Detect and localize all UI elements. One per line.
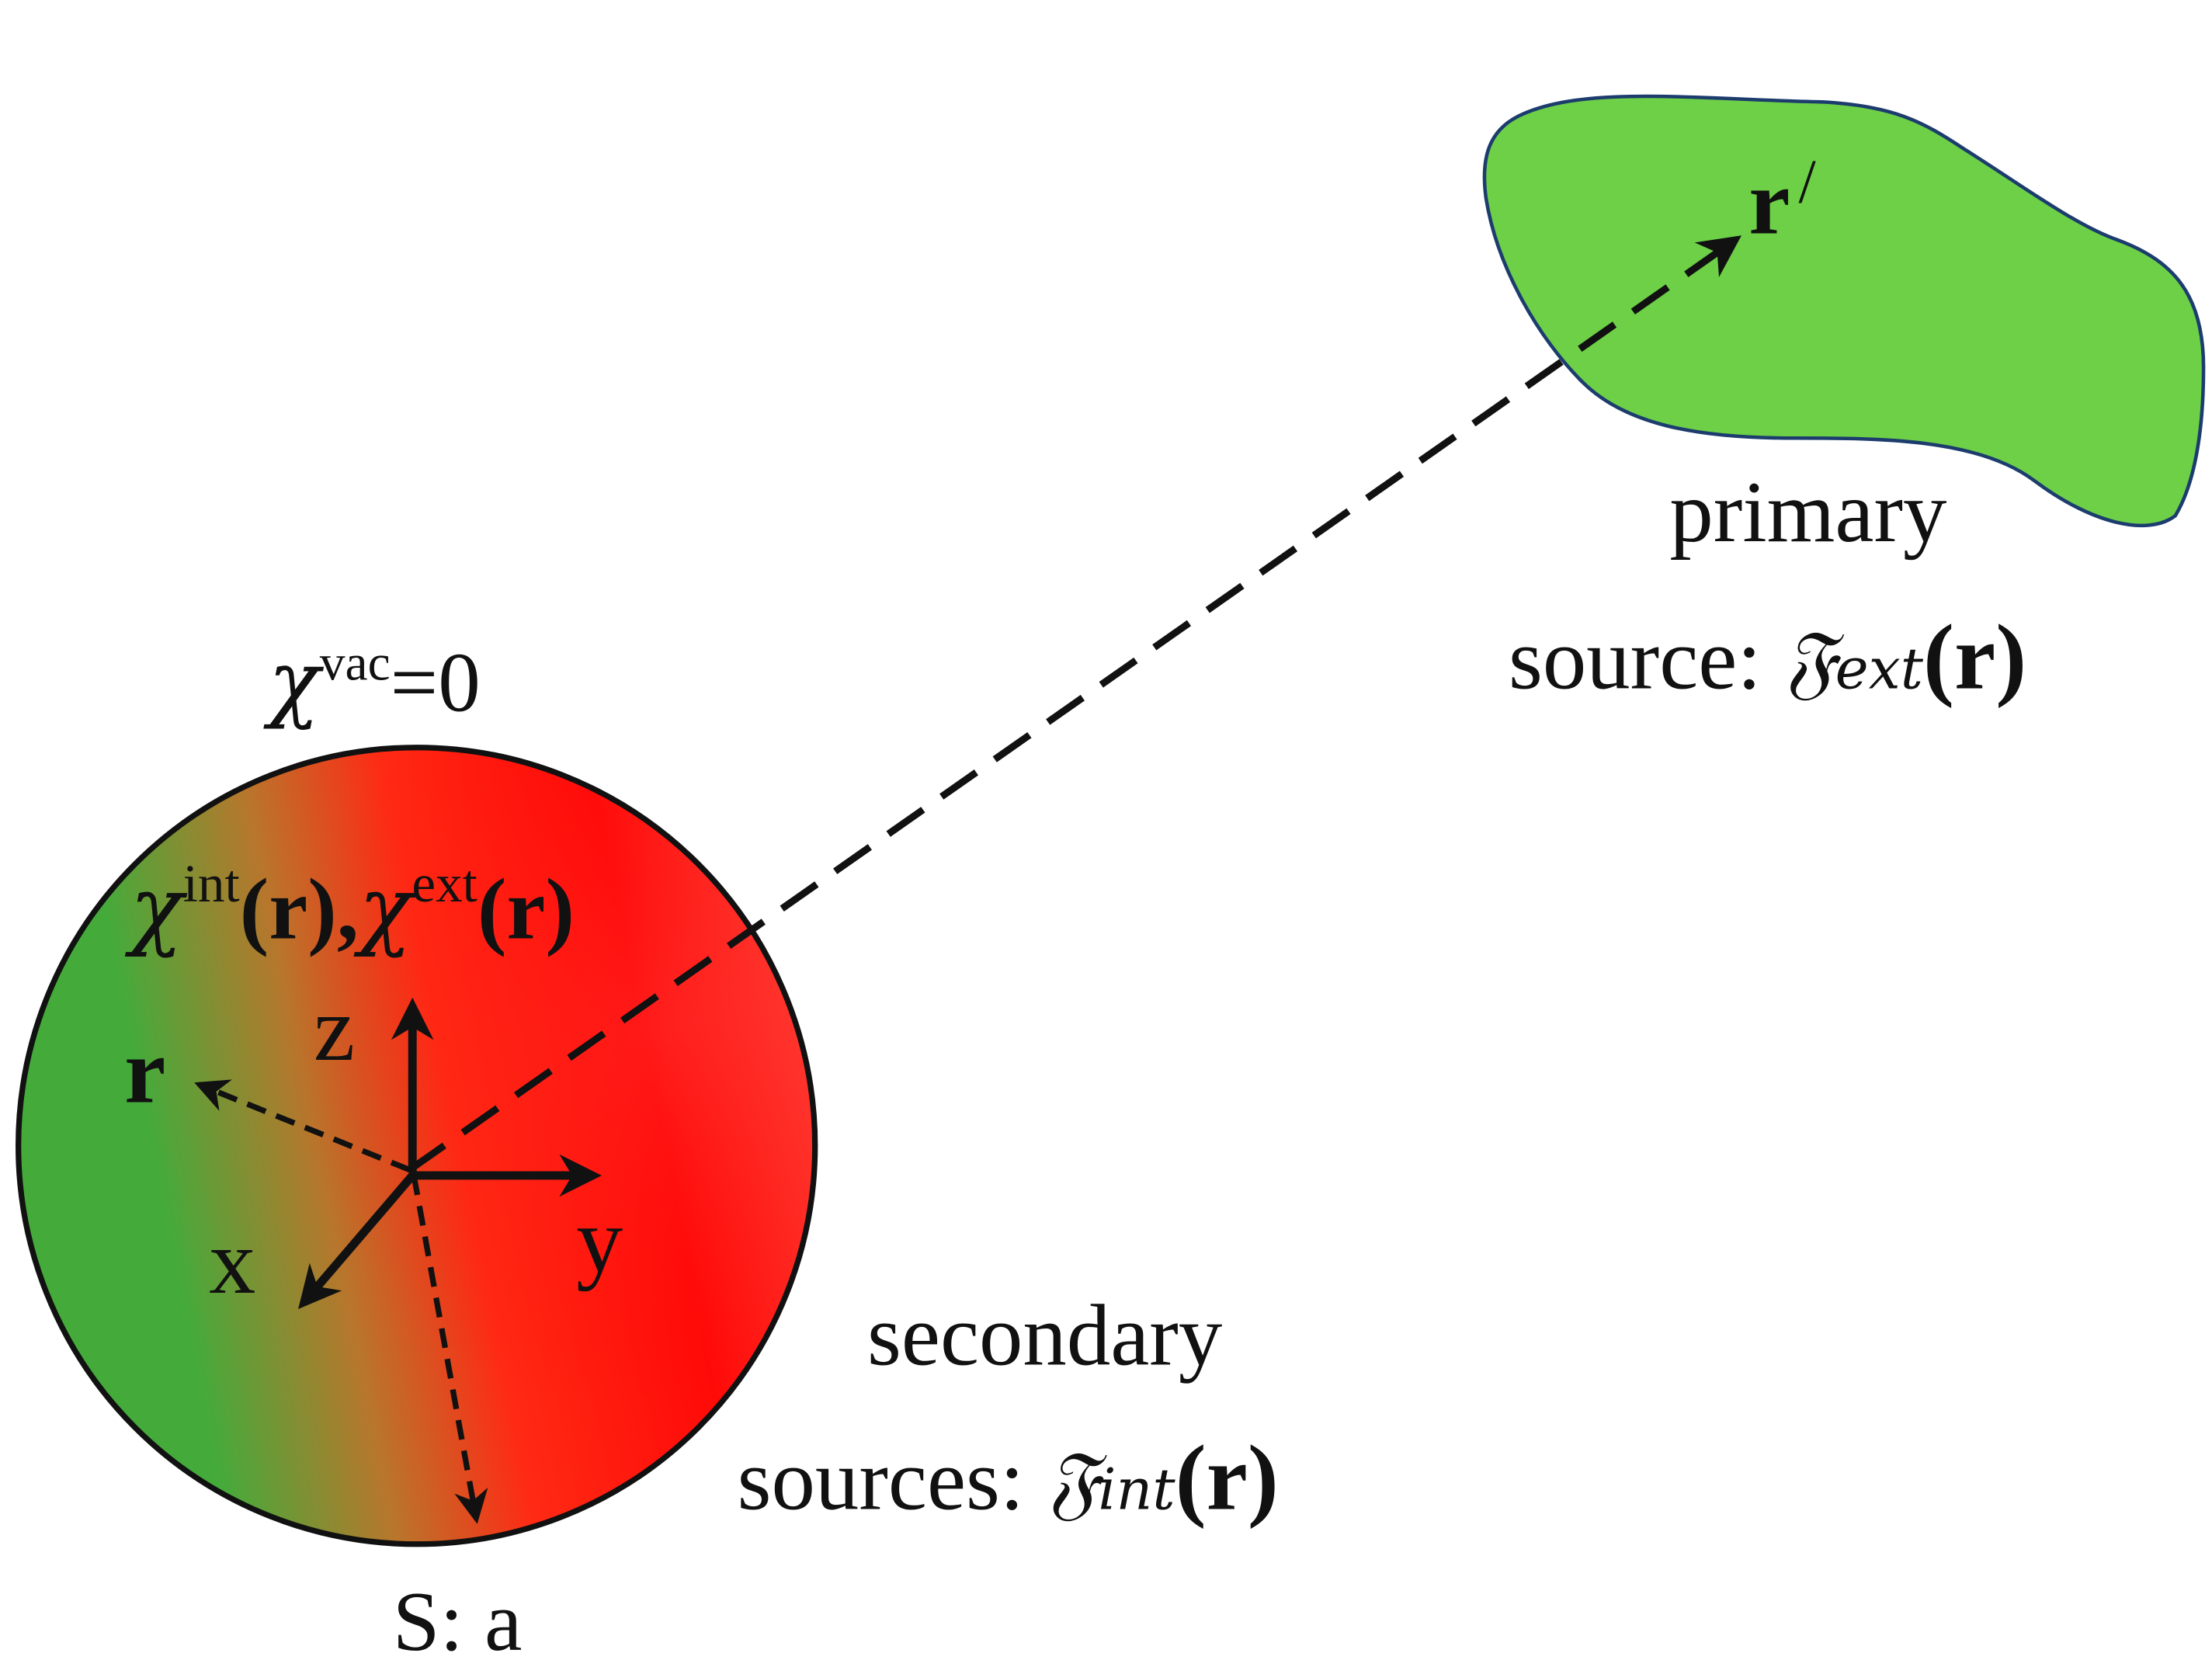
secondary-label-line2: sources: 𝔉int(r)	[738, 1426, 1279, 1529]
primary-source-region	[1482, 94, 2206, 528]
r-vector-label: r	[124, 1019, 165, 1122]
primary-label-line1: primary	[1669, 464, 1946, 561]
primary-label-line2: source: 𝔉ext(r)	[1509, 605, 2026, 708]
secondary-label-line1: secondary	[867, 1287, 1222, 1384]
coordinate-axes	[298, 997, 602, 1309]
axis-x-label: x	[209, 1210, 255, 1313]
x-axis-arrow	[298, 1172, 416, 1309]
sphere-surface-label: S: a	[393, 1575, 523, 1669]
source-vector-line	[407, 235, 1742, 1173]
r-vector-dashed	[194, 1079, 411, 1173]
r-prime-label: r/	[1748, 148, 1816, 253]
axis-y-label: y	[576, 1189, 623, 1292]
chi-int-ext-label: χint(r),χext(r)	[124, 853, 575, 959]
radius-vector-dashed	[411, 1175, 488, 1524]
chi-vac-label: χvac=0	[263, 632, 481, 731]
axis-z-label: z	[314, 977, 355, 1080]
